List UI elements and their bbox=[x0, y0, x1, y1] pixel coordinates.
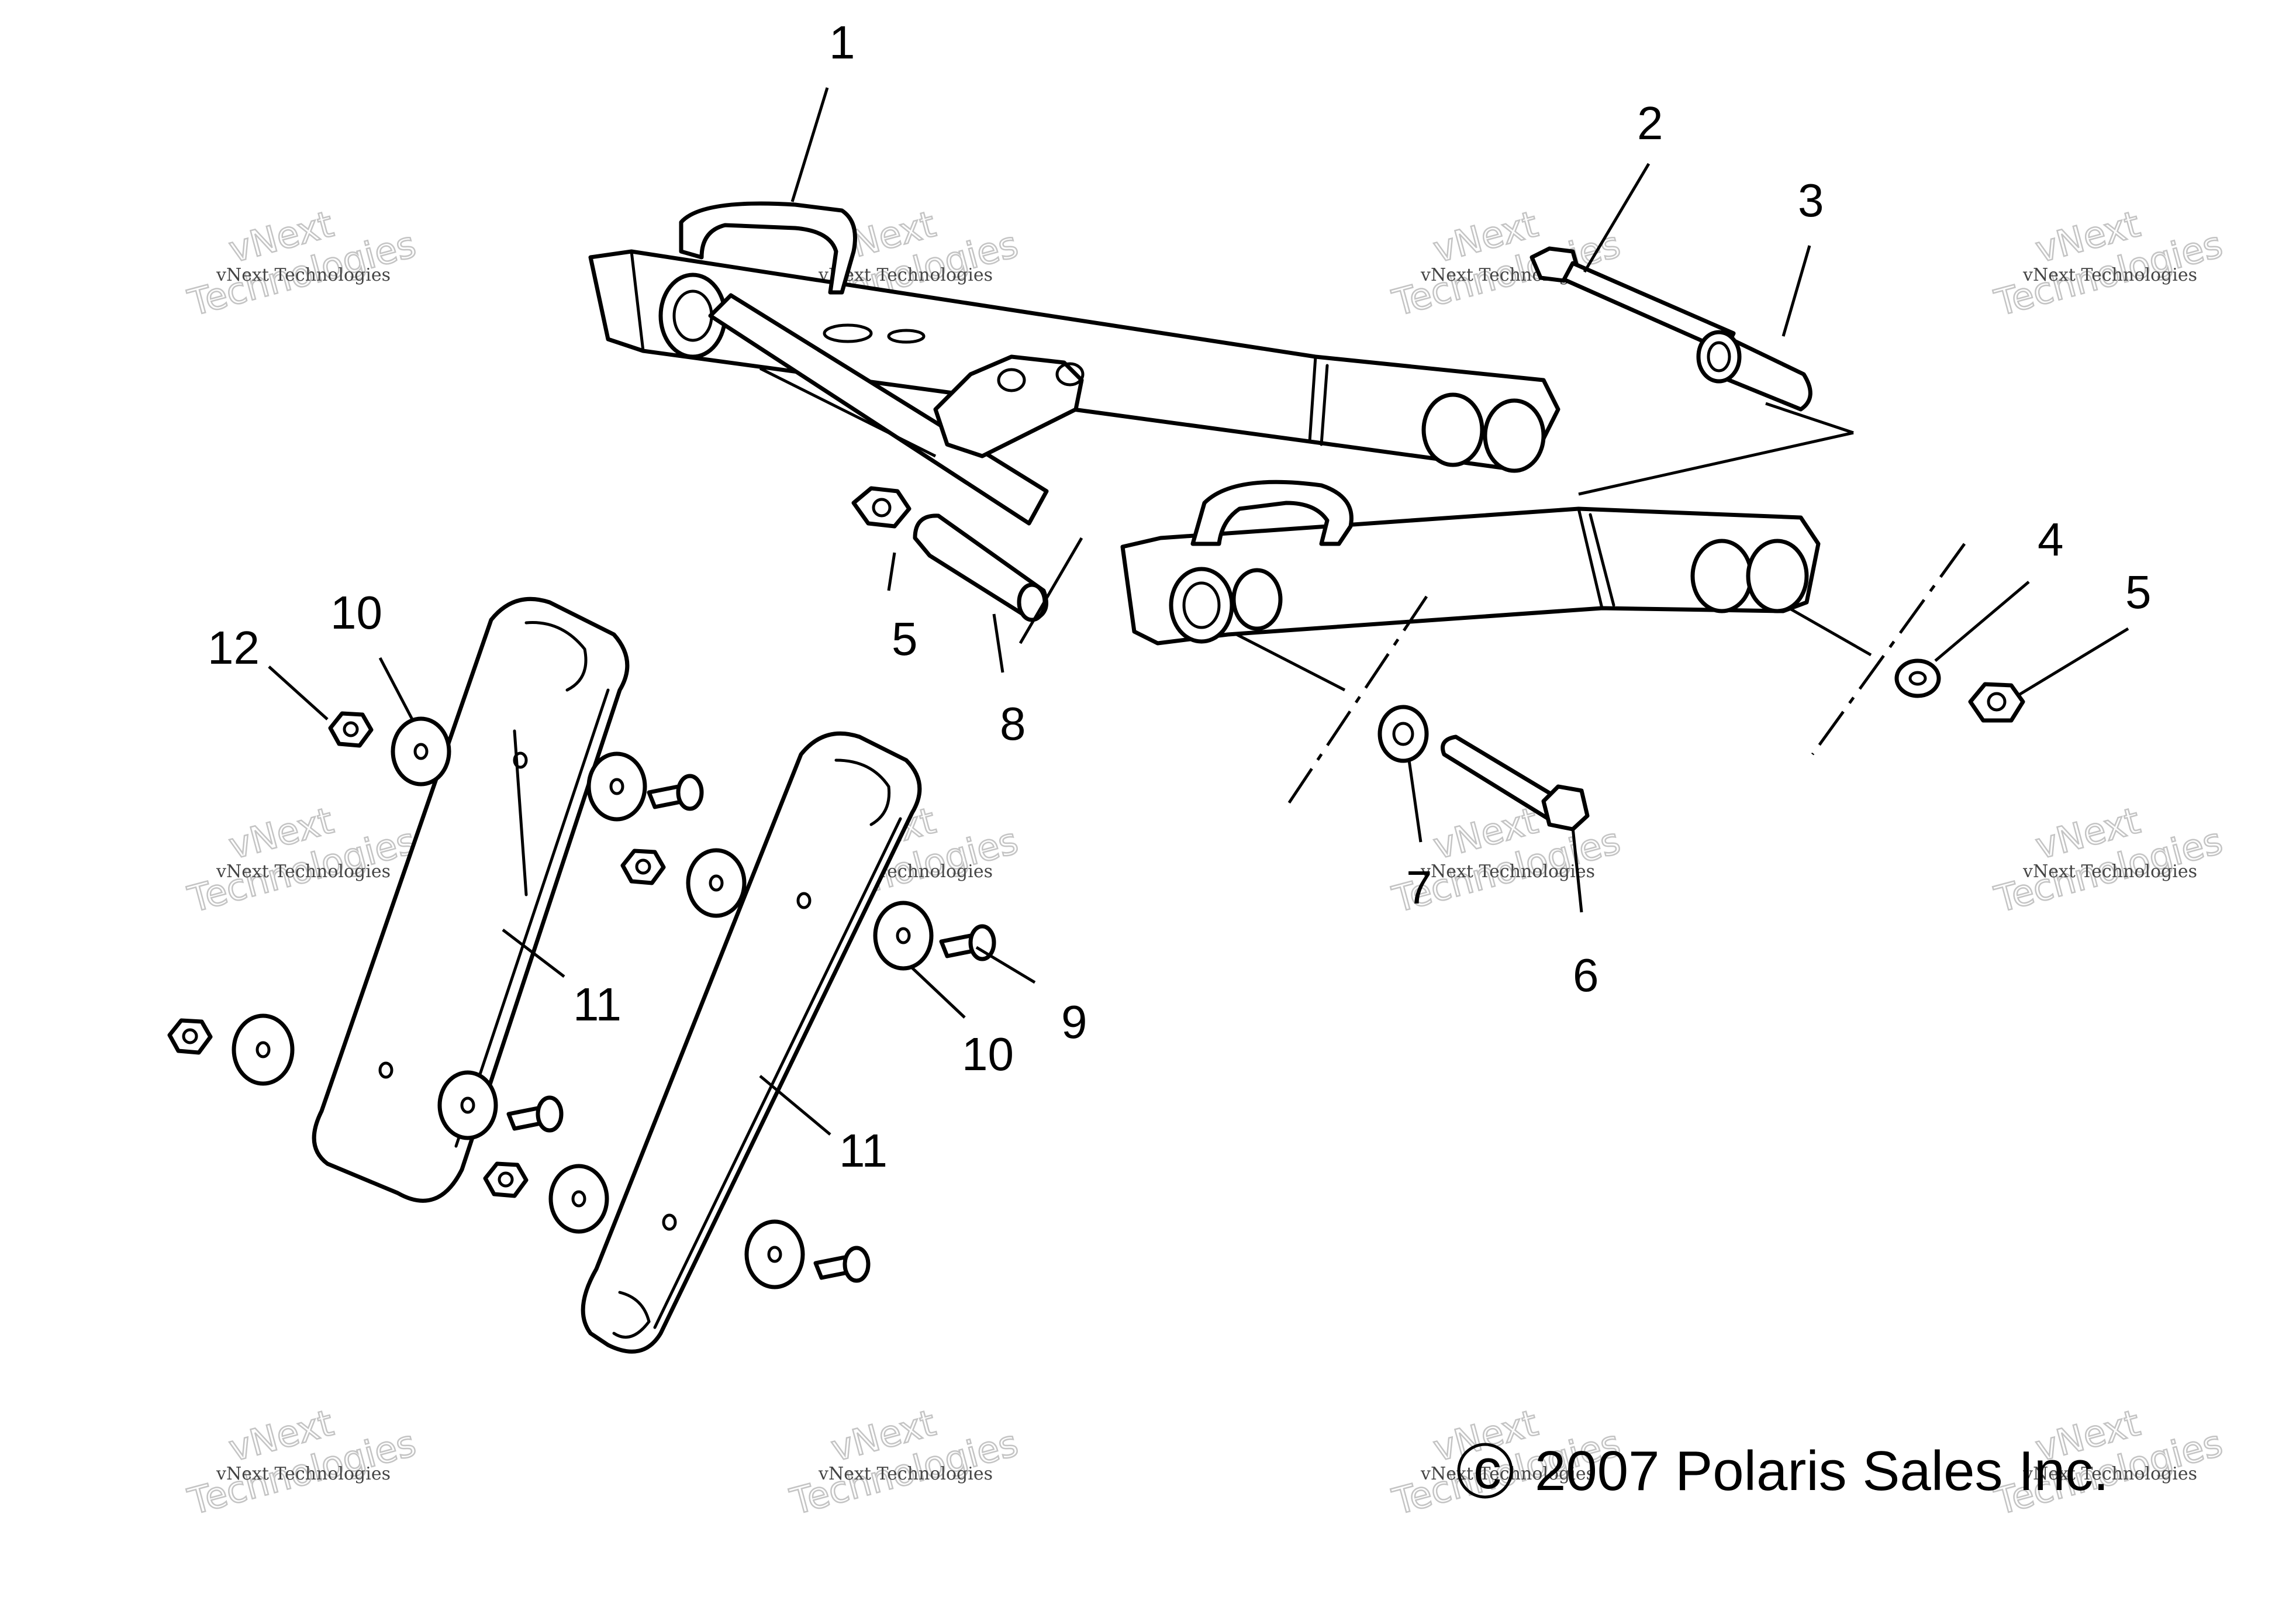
watermark: vNext Technologies bbox=[1990, 798, 2228, 922]
watermark-small: vNext Technologies bbox=[1420, 861, 1595, 882]
callout-2: 2 bbox=[1637, 97, 1663, 149]
watermark-small: vNext Technologies bbox=[2022, 265, 2197, 285]
callout-1: 1 bbox=[829, 16, 855, 68]
watermark-small: vNext Technologies bbox=[216, 1464, 391, 1484]
watermark: vNext Technologies bbox=[183, 798, 421, 922]
rear-handle-loop bbox=[679, 201, 857, 295]
nut-12 bbox=[328, 711, 374, 748]
watermark: vNext Technologies bbox=[1387, 202, 1625, 325]
washer-7 bbox=[1377, 705, 1429, 763]
watermark: vNext Technologies bbox=[1990, 202, 2228, 325]
front-handle-loop bbox=[1190, 480, 1354, 546]
link-11-right bbox=[581, 731, 922, 1354]
watermark-small: vNext Technologies bbox=[216, 861, 391, 882]
small-hardware bbox=[167, 711, 996, 1289]
callout-5-right: 5 bbox=[2125, 566, 2152, 618]
rear-arm-bushing bbox=[1483, 398, 1546, 473]
callout-12: 12 bbox=[208, 622, 260, 674]
copyright-circle-icon bbox=[1457, 1443, 1513, 1499]
pivot-pin-assembly bbox=[851, 486, 1048, 622]
front-arm-bushing bbox=[1690, 539, 1753, 613]
copyright-text: 2007 Polaris Sales Inc. bbox=[1535, 1440, 2109, 1502]
front-arm-bushing bbox=[1231, 568, 1283, 631]
callout-5-left: 5 bbox=[892, 613, 918, 665]
link-11-left bbox=[312, 596, 630, 1203]
watermark-small: vNext Technologies bbox=[2022, 861, 2197, 882]
watermark-small: vNext Technologies bbox=[1420, 1464, 1595, 1484]
watermark-small: vNext Technologies bbox=[2022, 1464, 2197, 1484]
callout-7: 7 bbox=[1406, 861, 1432, 913]
callout-8: 8 bbox=[1000, 698, 1026, 750]
cross-tube bbox=[708, 293, 1049, 526]
front-arm-bushing bbox=[1169, 567, 1234, 644]
callout-11-right: 11 bbox=[839, 1125, 888, 1177]
watermark-small: vNext Technologies bbox=[818, 1464, 993, 1484]
callout-6: 6 bbox=[1573, 949, 1599, 1001]
copyright-notice: c 2007 Polaris Sales Inc. bbox=[1457, 1438, 2109, 1502]
callout-10-right: 10 bbox=[962, 1028, 1014, 1080]
callout-3: 3 bbox=[1798, 174, 1824, 226]
callouts: 1 2 3 4 5 5 8 7 6 9 10 12 10 11 11 bbox=[208, 16, 2152, 1177]
callout-4: 4 bbox=[2038, 513, 2064, 565]
watermark-small: vNext Technologies bbox=[216, 265, 391, 285]
callout-11-left: 11 bbox=[573, 978, 622, 1030]
watermark: vNext Technologies bbox=[183, 202, 421, 325]
copyright-symbol: c bbox=[1473, 1438, 1501, 1501]
bolt-6 bbox=[1441, 734, 1590, 832]
washer-10 bbox=[391, 716, 451, 787]
rear-arm-bushing bbox=[1421, 392, 1484, 467]
nut bbox=[167, 1018, 213, 1055]
callout-10-left: 10 bbox=[330, 587, 382, 639]
callout-leaders bbox=[268, 87, 2129, 1136]
callout-9: 9 bbox=[1061, 996, 1087, 1048]
bolt-2 bbox=[1529, 246, 1736, 353]
upper-arm-assembly bbox=[588, 201, 1821, 646]
nut-5-right bbox=[1968, 682, 2025, 723]
watermark: vNext Technologies bbox=[785, 1401, 1023, 1524]
washer-4 bbox=[1894, 658, 1941, 698]
washer-10 bbox=[873, 901, 934, 971]
watermark: vNext Technologies bbox=[183, 1401, 421, 1524]
bushing-3 bbox=[1696, 330, 1812, 412]
hex-nut bbox=[851, 486, 912, 529]
shock-mount-bracket bbox=[933, 354, 1084, 458]
assembly-lines bbox=[759, 367, 1966, 808]
front-arm-bushing bbox=[1746, 539, 1809, 613]
